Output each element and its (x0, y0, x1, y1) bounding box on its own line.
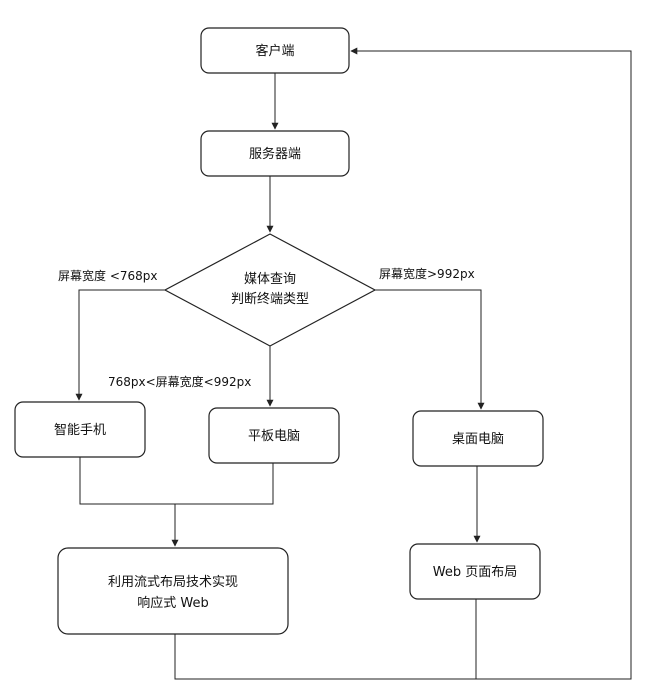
node-server: 服务器端 (200, 130, 350, 177)
node-tablet: 平板电脑 (208, 407, 340, 464)
edge-merge-phone-tablet (79, 457, 274, 505)
edge-query-to-phone (75, 289, 165, 401)
node-client-label: 客户端 (255, 43, 294, 59)
node-phone-label: 智能手机 (54, 423, 106, 438)
node-media-query-decision: 媒体查询 判断终端类型 (163, 233, 377, 347)
node-phone: 智能手机 (14, 401, 146, 458)
node-web-layout-label: Web 页面布局 (433, 565, 517, 580)
edge-query-to-desktop (375, 289, 485, 410)
edge-label-small-screen: 屏幕宽度 <768px (58, 268, 158, 283)
node-media-query-label-line1: 媒体查询 (244, 272, 296, 287)
node-fluid-layout-label-line2: 响应式 Web (137, 595, 208, 611)
edge-loop-back-to-client (174, 47, 632, 680)
node-web-layout: Web 页面布局 (409, 543, 541, 600)
node-tablet-label: 平板电脑 (248, 429, 300, 444)
node-desktop: 桌面电脑 (412, 410, 544, 467)
edge-label-large-screen: 屏幕宽度>992px (379, 266, 475, 281)
node-client: 客户端 (200, 27, 350, 74)
node-media-query-label-line2: 判断终端类型 (231, 291, 309, 307)
node-fluid-layout: 利用流式布局技术实现 响应式 Web (57, 547, 289, 635)
node-server-label: 服务器端 (249, 146, 301, 162)
edge-label-medium-screen: 768px<屏幕宽度<992px (108, 374, 251, 389)
node-desktop-label: 桌面电脑 (452, 432, 504, 447)
node-fluid-layout-label-line1: 利用流式布局技术实现 (108, 575, 238, 590)
